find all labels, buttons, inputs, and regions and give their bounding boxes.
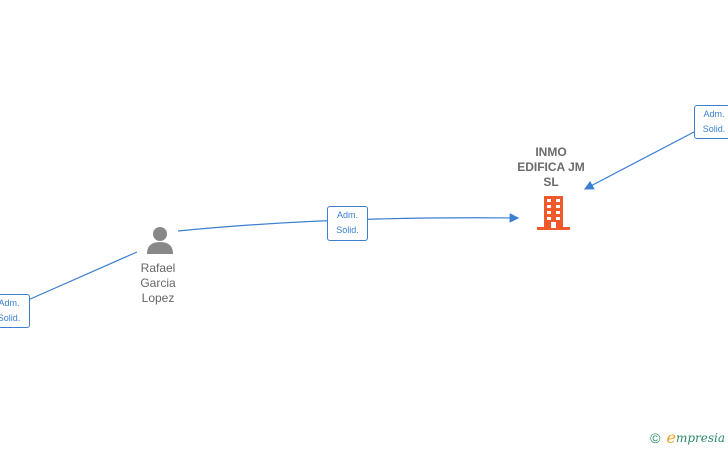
copyright-symbol: © <box>650 429 661 446</box>
edge-label-line: Adm. <box>0 298 20 308</box>
edge-label-line: Adm. <box>336 210 358 220</box>
edge-label-right[interactable]: Adm. Solid. <box>694 105 728 139</box>
edge-label-line: Adm. <box>703 109 725 119</box>
brand-name: mpresia <box>675 430 725 445</box>
edge-label-middle[interactable]: Adm. Solid. <box>327 206 368 241</box>
person-name: Rafael Garcia Lopez <box>140 261 176 305</box>
brand-initial: e <box>666 428 676 447</box>
footer-brand: © e mpresia <box>650 428 725 447</box>
company-name: INMO EDIFICA JM SL <box>517 145 585 189</box>
edge-line-right <box>583 131 695 190</box>
edge-label-line: Solid. <box>702 124 726 134</box>
person-icon <box>147 227 173 254</box>
edge-label-line: Solid. <box>0 313 21 323</box>
edge-label-left[interactable]: Adm. Solid. <box>0 294 30 328</box>
building-icon <box>537 196 570 230</box>
edge-line-left <box>27 251 138 301</box>
edge-label-line: Solid. <box>336 225 359 235</box>
